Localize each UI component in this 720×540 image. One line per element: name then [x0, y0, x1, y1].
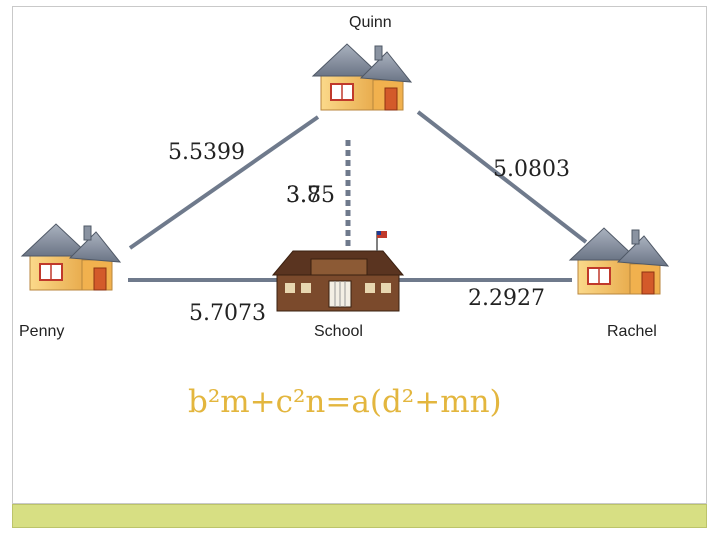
label-rachel: Rachel [607, 323, 657, 340]
house-penny-icon [21, 223, 121, 291]
label-quinn: Quinn [349, 14, 392, 31]
edge-quinn-rachel [416, 110, 588, 244]
footer-bar [12, 504, 707, 528]
distance-quinn-school-a: 3.75 [286, 183, 335, 208]
house-rachel-icon [569, 227, 669, 295]
distance-quinn-rachel: 5.0803 [493, 157, 570, 182]
stewart-formula: b²m+c²n=a(d²+mn) [188, 384, 502, 420]
school-icon [271, 231, 405, 312]
edge-penny-quinn [128, 115, 320, 250]
distance-quinn-school-b: 3.8 [286, 183, 321, 208]
label-school: School [314, 323, 363, 340]
distance-school-rachel: 2.2927 [468, 286, 545, 311]
house-quinn-icon [312, 43, 412, 111]
slide-frame [12, 6, 707, 504]
label-penny: Penny [19, 323, 65, 340]
distance-penny-quinn: 5.5399 [168, 140, 245, 165]
distance-penny-school: 5.7073 [189, 301, 266, 326]
